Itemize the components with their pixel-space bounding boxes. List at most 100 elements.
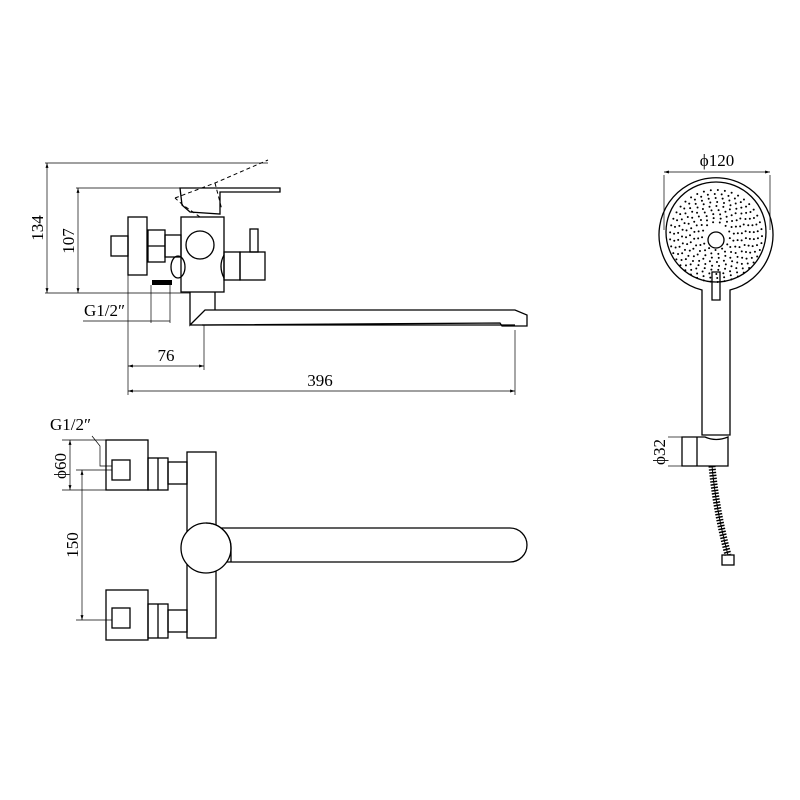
nozzle-dot — [728, 230, 731, 233]
nozzle-dot — [739, 201, 742, 204]
nozzle-dot — [717, 268, 720, 271]
nozzle-dot — [730, 191, 733, 194]
nozzle-dot — [681, 242, 684, 245]
nozzle-dot — [752, 216, 755, 219]
dim-g12-side: G1/2″ — [84, 301, 125, 320]
nozzle-dot — [736, 239, 739, 242]
nozzle-dot — [669, 238, 672, 241]
dim-396: 396 — [307, 371, 333, 390]
nozzle-dot — [693, 198, 696, 201]
nozzle-dot — [698, 259, 701, 262]
nozzle-dot — [730, 278, 733, 281]
nozzle-dot — [691, 216, 694, 219]
nozzle-dot — [744, 230, 747, 233]
nozzle-dot — [696, 211, 699, 214]
dim-134: 134 — [28, 215, 47, 241]
nozzle-dot — [729, 256, 732, 259]
nozzle-dot — [716, 201, 719, 204]
nozzle-dot — [695, 267, 698, 270]
nozzle-dot — [696, 192, 699, 195]
nozzle-dot — [688, 202, 691, 205]
nozzle-dot — [715, 272, 718, 275]
nozzle-dot — [703, 267, 706, 270]
nozzle-dot — [697, 230, 700, 233]
nozzle-dot — [707, 197, 710, 200]
nozzle-dot — [703, 242, 706, 245]
nozzle-dot — [684, 269, 687, 272]
nozzle-dot — [702, 203, 705, 206]
nozzle-dot — [748, 266, 751, 269]
nozzle-dot — [735, 219, 738, 222]
nozzle-dot — [712, 213, 715, 216]
nozzle-dot — [730, 265, 733, 268]
nozzle-dot — [673, 225, 676, 228]
nozzle-dot — [756, 237, 759, 240]
nozzle-dot — [734, 252, 737, 255]
nozzle-dot — [687, 222, 690, 225]
nozzle-dot — [709, 280, 712, 283]
nozzle-dot — [758, 248, 761, 251]
nozzle-dot — [706, 224, 709, 227]
dim-phi60: ϕ60 — [51, 453, 70, 479]
nozzle-dot — [704, 249, 707, 252]
nozzle-dot — [731, 260, 734, 263]
nozzle-dot — [751, 245, 754, 248]
nozzle-dot — [702, 190, 705, 193]
nozzle-dot — [760, 228, 763, 231]
nozzle-dot — [673, 239, 676, 242]
nozzle-dot — [708, 272, 711, 275]
nozzle-dot — [717, 252, 720, 255]
nozzle-dot — [680, 259, 683, 262]
nozzle-dot — [734, 245, 737, 248]
nozzle-dot — [749, 251, 752, 254]
nozzle-dot — [740, 250, 743, 253]
nozzle-dot — [725, 220, 728, 223]
nozzle-dot — [708, 205, 711, 208]
nozzle-dot — [722, 205, 725, 208]
nozzle-dot — [678, 245, 681, 248]
nozzle-dot — [728, 208, 731, 211]
nozzle-dot — [744, 237, 747, 240]
nozzle-dot — [747, 224, 750, 227]
nozzle-dot — [717, 256, 720, 259]
nozzle-dot — [721, 247, 724, 250]
nozzle-dot — [714, 197, 717, 200]
nozzle-dot — [724, 224, 727, 227]
nozzle-dot — [709, 276, 712, 279]
nozzle-dot — [719, 217, 722, 220]
nozzle-dot — [728, 199, 731, 202]
nozzle-dot — [699, 243, 702, 246]
nozzle-dot — [688, 249, 691, 252]
nozzle-dot — [713, 193, 716, 196]
nozzle-dot — [704, 254, 707, 257]
nozzle-dot — [679, 264, 682, 267]
nozzle-dot — [691, 260, 694, 263]
dim-phi120: ϕ120 — [700, 151, 734, 170]
nozzle-dot — [680, 218, 683, 221]
nozzle-dot — [734, 225, 737, 228]
nozzle-dot — [670, 245, 673, 248]
nozzle-dot — [732, 232, 735, 235]
dim-76: 76 — [158, 346, 175, 365]
nozzle-dot — [672, 217, 675, 220]
nozzle-dot — [744, 218, 747, 221]
nozzle-dot — [734, 212, 737, 215]
nozzle-dot — [721, 197, 724, 200]
nozzle-dot — [684, 258, 687, 261]
nozzle-dot — [748, 237, 751, 240]
nozzle-dot — [677, 231, 680, 234]
nozzle-dot — [752, 208, 755, 211]
nozzle-dot — [689, 263, 692, 266]
nozzle-dot — [752, 261, 755, 264]
nozzle-dot — [704, 263, 707, 266]
nozzle-dot — [691, 210, 694, 213]
nozzle-dot — [756, 244, 759, 247]
nozzle-dot — [717, 209, 720, 212]
nozzle-dot — [749, 210, 752, 213]
nozzle-dot — [692, 255, 695, 258]
nozzle-dot — [736, 255, 739, 258]
nozzle-dot — [716, 280, 719, 283]
nozzle-dot — [741, 267, 744, 270]
nozzle-dot — [669, 231, 672, 234]
nozzle-dot — [693, 237, 696, 240]
